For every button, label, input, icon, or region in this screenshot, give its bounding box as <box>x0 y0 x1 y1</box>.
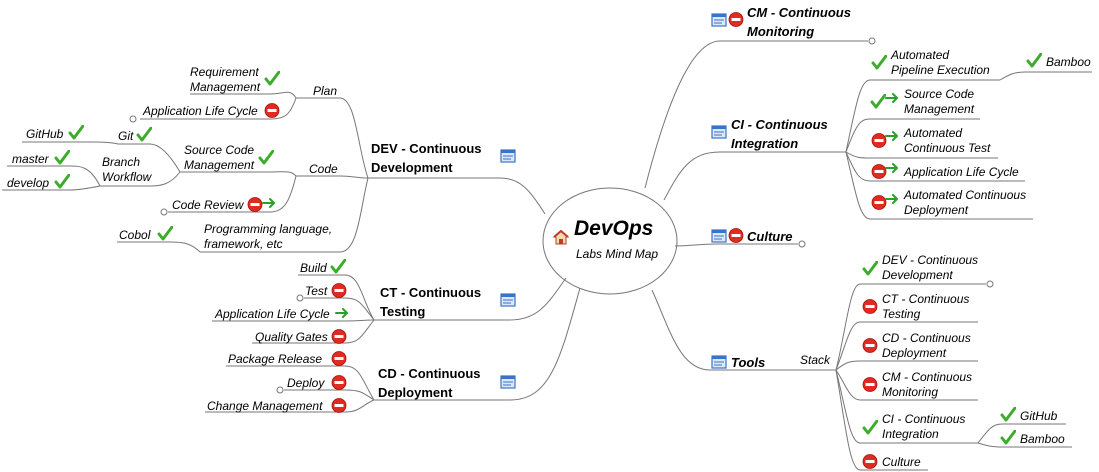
central-node-outline <box>542 187 678 295</box>
plan-label[interactable]: Plan <box>313 84 338 98</box>
cd-deploy[interactable]: Deploy <box>287 376 325 390</box>
code-review[interactable]: Code Review <box>172 198 244 212</box>
ct-topic[interactable]: CT - Continuous Testing <box>380 285 482 319</box>
stop-icon <box>862 454 878 469</box>
arrow-right-icon <box>885 191 901 206</box>
git-label[interactable]: Git <box>118 129 134 143</box>
checkmark-icon <box>1000 430 1016 445</box>
cm-topic[interactable]: CM - Continuous Monitoring <box>747 5 851 39</box>
branch-workflow[interactable]: Branch Workflow <box>102 155 152 184</box>
checkmark-icon <box>68 125 84 140</box>
stop-icon <box>728 228 744 243</box>
stop-icon <box>331 398 347 413</box>
github-label[interactable]: GitHub <box>26 127 64 141</box>
plan-alc[interactable]: Application Life Cycle <box>143 104 258 118</box>
stop-icon <box>331 283 347 298</box>
tools-cd[interactable]: CD - Continuous Deployment <box>882 331 971 360</box>
ct-build[interactable]: Build <box>300 261 327 275</box>
ci-automated-test[interactable]: Automated Continuous Test <box>904 126 991 155</box>
ci-automated-pipeline[interactable]: Automated Pipeline Execution <box>891 48 990 77</box>
stop-icon <box>331 351 347 366</box>
dev-topic[interactable]: DEV - Continuous Development <box>371 141 482 175</box>
stop-icon <box>331 329 347 344</box>
checkmark-icon <box>136 127 152 142</box>
ci-source-code-management[interactable]: Source Code Management <box>904 87 975 116</box>
notes-icon <box>711 12 727 27</box>
stop-icon <box>331 375 347 390</box>
ci-automated-deployment[interactable]: Automated Continuous Deployment <box>904 188 1027 217</box>
cd-change-management[interactable]: Change Management <box>207 399 323 413</box>
ci-topic[interactable]: CI - Continuous Integration <box>731 117 828 151</box>
checkmark-icon <box>54 174 70 189</box>
notes-icon <box>500 374 516 389</box>
culture-topic[interactable]: Culture <box>747 229 793 244</box>
stop-icon <box>862 377 878 392</box>
stop-icon <box>247 197 263 212</box>
checkmark-icon <box>862 420 878 435</box>
master-branch[interactable]: master <box>12 152 49 166</box>
tools-dev[interactable]: DEV - Continuous Development <box>882 253 979 282</box>
programming-language[interactable]: Programming language, framework, etc <box>204 222 333 251</box>
tools-ct[interactable]: CT - Continuous Testing <box>882 292 970 321</box>
arrow-right-icon <box>885 90 901 105</box>
stop-icon <box>728 12 744 27</box>
tools-stack[interactable]: Stack <box>800 353 831 367</box>
code-label[interactable]: Code <box>309 162 338 176</box>
cobol-label[interactable]: Cobol <box>119 228 151 242</box>
checkmark-icon <box>264 71 280 86</box>
notes-icon <box>711 228 727 243</box>
notes-icon <box>711 354 727 369</box>
ct-test[interactable]: Test <box>305 284 328 298</box>
ct-quality-gates[interactable]: Quality Gates <box>255 330 328 344</box>
notes-icon <box>500 148 516 163</box>
checkmark-icon <box>1000 407 1016 422</box>
stop-icon <box>871 133 887 148</box>
stop-icon <box>871 195 887 210</box>
arrow-right-icon <box>262 195 278 210</box>
stop-icon <box>862 338 878 353</box>
checkmark-icon <box>1026 53 1042 68</box>
checkmark-icon <box>157 226 173 241</box>
develop-branch[interactable]: develop <box>7 176 50 190</box>
arrow-right-icon <box>885 160 901 175</box>
requirement-management[interactable]: Requirement Management <box>190 65 261 94</box>
cd-topic[interactable]: CD - Continuous Deployment <box>378 366 481 400</box>
tools-ci-bamboo[interactable]: Bamboo <box>1020 432 1065 446</box>
stop-icon <box>871 164 887 179</box>
tools-topic[interactable]: Tools <box>731 355 766 370</box>
checkmark-icon <box>871 55 887 70</box>
ct-alc[interactable]: Application Life Cycle <box>215 307 330 321</box>
home-icon <box>553 230 569 245</box>
ci-alc[interactable]: Application Life Cycle <box>904 165 1019 179</box>
cd-package-release[interactable]: Package Release <box>228 352 323 366</box>
checkmark-icon <box>330 259 346 274</box>
stop-icon <box>862 299 878 314</box>
tools-culture[interactable]: Culture <box>882 455 921 469</box>
checkmark-icon <box>870 94 886 109</box>
checkmark-icon <box>862 261 878 276</box>
stop-icon <box>264 103 280 118</box>
arrow-right-icon <box>885 128 901 143</box>
tools-cm[interactable]: CM - Continuous Monitoring <box>882 370 973 399</box>
tools-ci[interactable]: CI - Continuous Integration <box>882 412 966 441</box>
checkmark-icon <box>258 150 274 165</box>
checkmark-icon <box>54 150 70 165</box>
central-topic-subtitle: Labs Mind Map <box>576 247 659 261</box>
central-topic-title: DevOps <box>574 217 654 240</box>
notes-icon <box>500 292 516 307</box>
tools-ci-github[interactable]: GitHub <box>1020 409 1058 423</box>
ci-bamboo[interactable]: Bamboo <box>1046 55 1091 69</box>
dev-source-code-management[interactable]: Source Code Management <box>184 143 255 172</box>
arrow-right-icon <box>335 305 351 320</box>
notes-icon <box>711 124 727 139</box>
